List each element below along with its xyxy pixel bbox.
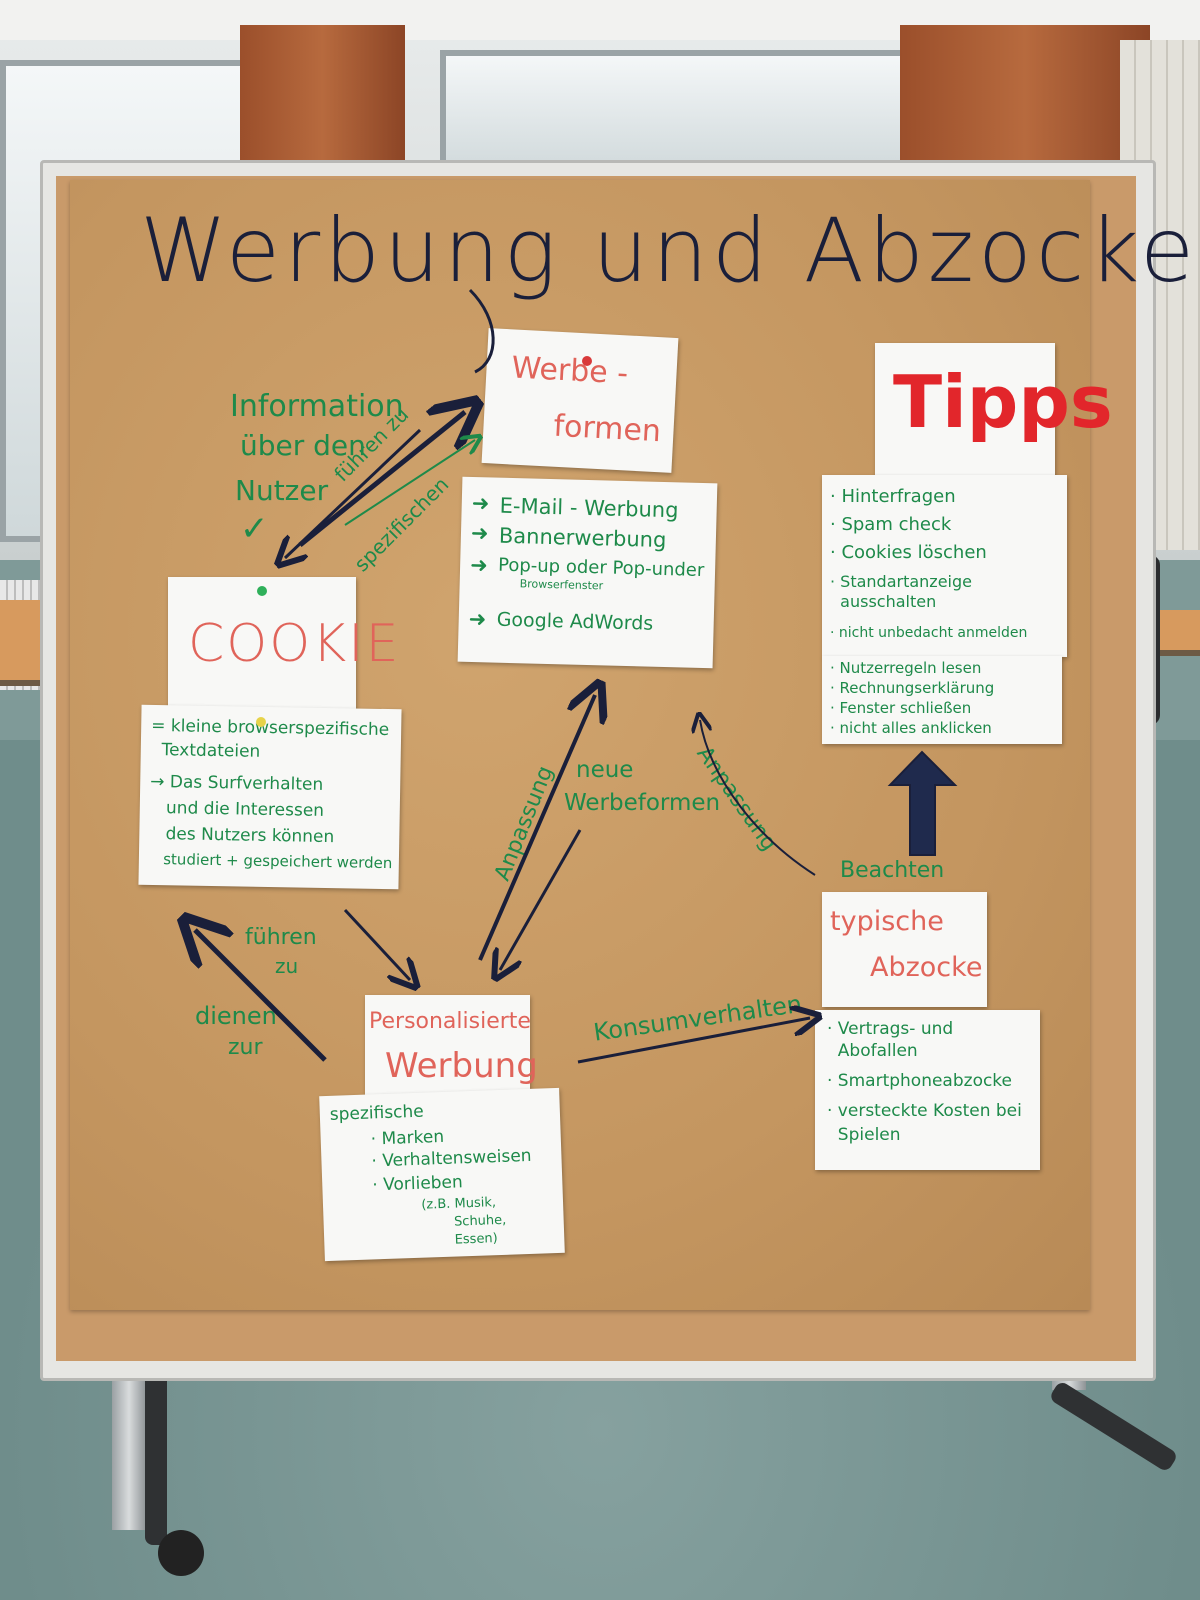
- cookie-card: COOKIE: [168, 577, 398, 717]
- typische-abzocke-line-1: typische: [830, 906, 944, 937]
- abzocke-item: · versteckte Kosten bei: [827, 1101, 1022, 1121]
- spezifische-item: · Vorlieben: [371, 1172, 464, 1196]
- abzocke-list-card: · Vertrags- und Abofallen · Smartphoneab…: [815, 1010, 1040, 1170]
- cookie-desc-line: = kleine browserspezifische: [151, 715, 390, 741]
- arrow-bullet: ➜: [470, 520, 489, 546]
- typische-abzocke-line-2: Abzocke: [870, 952, 983, 983]
- cookie-desc-line: studiert + gespeichert werden: [148, 849, 393, 873]
- personalisierte-werbung-card: Personalisierte Werbung: [365, 995, 538, 1105]
- arrow-bullet: ➜: [469, 552, 489, 578]
- typische-abzocke-card: typische Abzocke: [822, 892, 987, 1007]
- spezifische-list-card: spezifische · Marken · Verhaltensweisen …: [319, 1087, 565, 1262]
- spezifische-item: · Marken: [370, 1126, 445, 1150]
- spezifische-item: (z.B. Musik,: [412, 1195, 497, 1214]
- info-nutzer-line: Nutzer: [235, 474, 329, 507]
- cookie-label: COOKIE: [188, 614, 401, 674]
- checkmark-icon: ✓: [240, 509, 269, 549]
- tipps-label: Tipps: [893, 360, 1113, 444]
- tipps-list-card-1: · Hinterfragen · Spam check · Cookies lö…: [822, 475, 1067, 657]
- spezifische-item: Schuhe,: [441, 1212, 507, 1231]
- tipps-item: · Standartanzeige: [830, 572, 972, 591]
- spezifische-item: · Verhaltensweisen: [371, 1145, 532, 1172]
- tipps-item: · nicht alles anklicken: [830, 719, 992, 737]
- tipps-item: · nicht unbedacht anmelden: [830, 625, 1028, 641]
- tipps-list-card-2: · Nutzerregeln lesen · Rechnungserklärun…: [822, 656, 1062, 744]
- personalisierte-line-2: Werbung: [385, 1046, 538, 1086]
- pillar-right: [900, 25, 1150, 175]
- pin: [256, 717, 266, 727]
- werbeformen-label-2: formen: [552, 408, 662, 450]
- pin: [257, 586, 267, 596]
- tipps-item: · Fenster schließen: [830, 699, 972, 717]
- spezifische-item: Essen): [442, 1231, 499, 1249]
- arrow-bullet: ➜: [471, 490, 490, 516]
- cookie-desc-line: Textdateien: [150, 739, 261, 762]
- abzocke-item: · Vertrags- und: [827, 1019, 954, 1039]
- werbeformen-item-adwords: Google AdWords: [496, 608, 654, 635]
- neue-werbeformen-line: Werbeformen: [564, 790, 721, 816]
- tipps-item: · Nutzerregeln lesen: [830, 659, 982, 677]
- tipps-item: ausschalten: [830, 592, 937, 611]
- abzocke-item: · Smartphoneabzocke: [827, 1071, 1013, 1091]
- cookie-description-card: = kleine browserspezifische Textdateien …: [138, 704, 402, 890]
- fuehren-zu-line: zu: [275, 954, 299, 978]
- stand-foot-left: [145, 1355, 167, 1545]
- spezifische-item: spezifische: [329, 1101, 425, 1125]
- abzocke-item: Spielen: [827, 1125, 901, 1145]
- werbeformen-list-card: E-Mail - Werbung Bannerwerbung Pop-up od…: [457, 476, 718, 669]
- werbeformen-item-email: E-Mail - Werbung: [499, 493, 679, 523]
- cookie-desc-line: des Nutzers können: [149, 823, 335, 848]
- pillar-left: [240, 25, 405, 165]
- tipps-item: · Spam check: [830, 514, 952, 535]
- werbeformen-item-browserfenster: Browserfenster: [519, 577, 604, 593]
- beachten-label: Beachten: [840, 858, 945, 883]
- abzocke-item: Abofallen: [827, 1041, 918, 1061]
- cookie-desc-line: → Das Surfverhalten: [150, 771, 324, 795]
- tipps-item: · Cookies löschen: [830, 542, 987, 563]
- pin: [582, 356, 592, 366]
- werbeformen-card: Werbe - formen: [481, 328, 679, 473]
- tipps-card: Tipps: [875, 343, 1113, 478]
- tipps-item: · Hinterfragen: [830, 486, 956, 507]
- fuehren-zu-line: führen: [245, 925, 317, 950]
- werbeformen-item-banner: Bannerwerbung: [498, 523, 667, 553]
- tipps-item: · Rechnungserklärung: [830, 679, 995, 697]
- werbeformen-label-1: Werbe -: [510, 350, 629, 392]
- arrow-bullet: ➜: [468, 606, 487, 632]
- dienen-zur-line: zur: [228, 1035, 263, 1060]
- neue-werbeformen-line: neue: [576, 757, 634, 783]
- board-title: Werbung und Abzocke: [140, 199, 1199, 302]
- stand-wheel: [158, 1530, 204, 1576]
- cookie-desc-line: und die Interessen: [149, 797, 325, 821]
- personalisierte-line-1: Personalisierte: [369, 1009, 531, 1034]
- dienen-zur-line: dienen: [195, 1002, 277, 1030]
